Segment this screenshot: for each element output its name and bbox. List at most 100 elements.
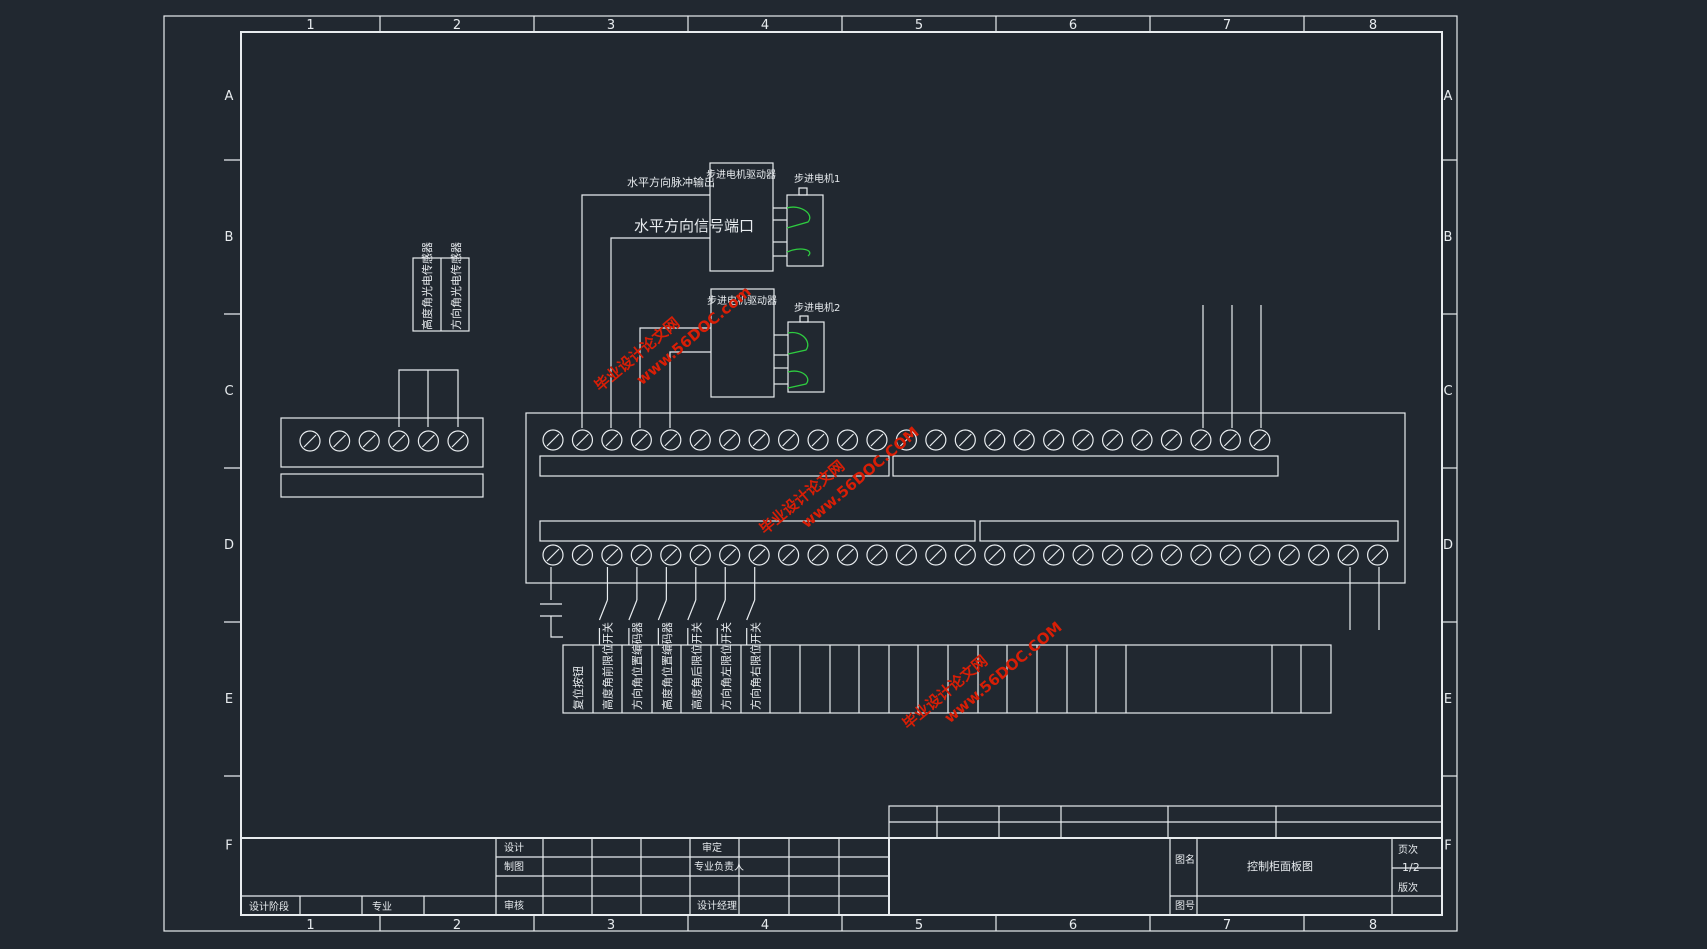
row-label-left: A [225, 89, 234, 104]
row-label-right: F [1444, 839, 1451, 854]
terminal-screw [777, 429, 800, 451]
tb-drawing-name-label: 图名 [1175, 853, 1195, 866]
switch-label: 复位按钮 [571, 666, 585, 710]
sensor-label-2: 方向角光电传感器 [449, 242, 463, 330]
terminal-screw [1131, 429, 1153, 451]
col-label-top: 1 [306, 18, 314, 33]
tb-manager: 设计经理 [697, 899, 737, 912]
driver-horizontal: 步进电机驱动器 水平方向脉冲输出 水平方向信号端口 [581, 162, 776, 428]
terminal-screw [630, 429, 652, 451]
terminal-screw [1043, 544, 1065, 566]
col-label-top: 7 [1223, 18, 1231, 33]
motor-1: 步进电机1 [773, 172, 840, 267]
terminal-screw [417, 430, 439, 452]
terminal-screw [1043, 429, 1065, 451]
terminal-screw [542, 429, 564, 451]
motor-2: 步进电机2 [774, 301, 840, 393]
tb-drawing-no-label: 图号 [1175, 900, 1195, 912]
col-label-bottom: 8 [1369, 918, 1377, 933]
tb-drawing: 制图 [504, 860, 524, 873]
terminal-screw [447, 430, 469, 452]
driver-horizontal-title: 步进电机驱动器 [706, 168, 776, 181]
row-label-left: C [224, 384, 233, 399]
switch-label: 高度角前限位开关 [601, 622, 615, 710]
terminal-screw [836, 544, 859, 566]
terminal-screw [748, 544, 770, 566]
terminal-screw [689, 429, 711, 451]
terminal-screw [1308, 544, 1330, 566]
terminal-screw [925, 544, 947, 566]
terminal-screw [984, 544, 1006, 566]
col-label-top: 5 [915, 18, 923, 33]
horizontal-output-label: 水平方向脉冲输出 [627, 175, 715, 189]
terminal-screw [1190, 429, 1212, 451]
driver-vertical-title: 步进电机驱动器 [707, 294, 777, 307]
terminal-screw [1101, 429, 1124, 451]
terminal-screw [1160, 429, 1183, 451]
terminal-screw [866, 544, 888, 566]
motor-1-label: 步进电机1 [794, 172, 840, 185]
tb-drawing-name: 控制柜面板图 [1247, 859, 1313, 873]
terminal-screw [777, 544, 800, 566]
row-label-right: B [1444, 230, 1453, 245]
sensor-label-1: 高度角光电传感器 [420, 242, 434, 330]
col-label-top: 4 [761, 18, 769, 33]
horizontal-port-label: 水平方向信号端口 [634, 217, 754, 235]
terminal-screw [719, 544, 741, 566]
tb-specialty: 专业 [372, 900, 392, 913]
terminal-screw [984, 429, 1006, 451]
col-label-bottom: 3 [607, 918, 615, 933]
terminal-screw [895, 544, 918, 566]
plc-bottom-label-strip-right [979, 520, 1399, 542]
terminal-screw [1249, 544, 1271, 566]
terminal-screw [1219, 429, 1241, 451]
watermark-3: 毕业设计论文网 www.56DOC.COM [899, 618, 1065, 733]
switch-label: 高度角位置编码器 [660, 622, 674, 710]
watermark-1: 毕业设计论文网 www.56DOC.com [591, 282, 755, 395]
terminal-screw [1337, 544, 1359, 566]
terminal-screw [601, 429, 623, 451]
row-label-right: E [1444, 692, 1452, 707]
terminal-screw [660, 544, 682, 566]
terminal-screw [954, 429, 976, 451]
terminal-screw [895, 429, 918, 451]
terminal-screw [660, 429, 682, 451]
terminal-screw [807, 429, 829, 451]
motor-2-label: 步进电机2 [794, 301, 840, 314]
terminal-screw [542, 544, 564, 566]
col-label-top: 2 [453, 18, 461, 33]
col-label-top: 3 [607, 18, 615, 33]
plc-module [525, 305, 1406, 630]
terminal-screw [1131, 544, 1153, 566]
sensor-terminal-strip [280, 417, 484, 468]
switch-label: 方向角右限位开关 [749, 622, 763, 710]
tb-design: 设计 [504, 841, 524, 854]
plc-top-label-strip-left [539, 455, 890, 477]
row-label-left: D [224, 538, 234, 553]
col-label-bottom: 5 [915, 918, 923, 933]
terminal-screw [388, 430, 410, 452]
switch-label-strip [562, 644, 1332, 714]
col-label-bottom: 1 [306, 918, 314, 933]
plc-body [525, 412, 1406, 584]
terminal-screw [1366, 544, 1389, 566]
terminal-screw [358, 430, 380, 452]
tb-approve: 审定 [702, 841, 722, 854]
driver-vertical: 步进电机驱动器 [639, 288, 777, 428]
tb-version-label: 版次 [1398, 881, 1418, 894]
plc-top-label-strip-right [892, 455, 1279, 477]
terminal-screw [1219, 544, 1241, 566]
sensor-terminal-block: 高度角光电传感器 方向角光电传感器 [280, 242, 484, 498]
switch-label: 方向角左限位开关 [719, 622, 733, 710]
col-label-bottom: 6 [1069, 918, 1077, 933]
col-label-top: 8 [1369, 18, 1377, 33]
terminal-screw [1072, 544, 1094, 566]
sensor-terminal-label-strip [280, 473, 484, 498]
terminal-screw [1249, 429, 1271, 451]
terminal-screw [748, 429, 770, 451]
row-label-left: E [225, 692, 233, 707]
terminal-screw [1013, 544, 1035, 566]
col-label-top: 6 [1069, 18, 1077, 33]
